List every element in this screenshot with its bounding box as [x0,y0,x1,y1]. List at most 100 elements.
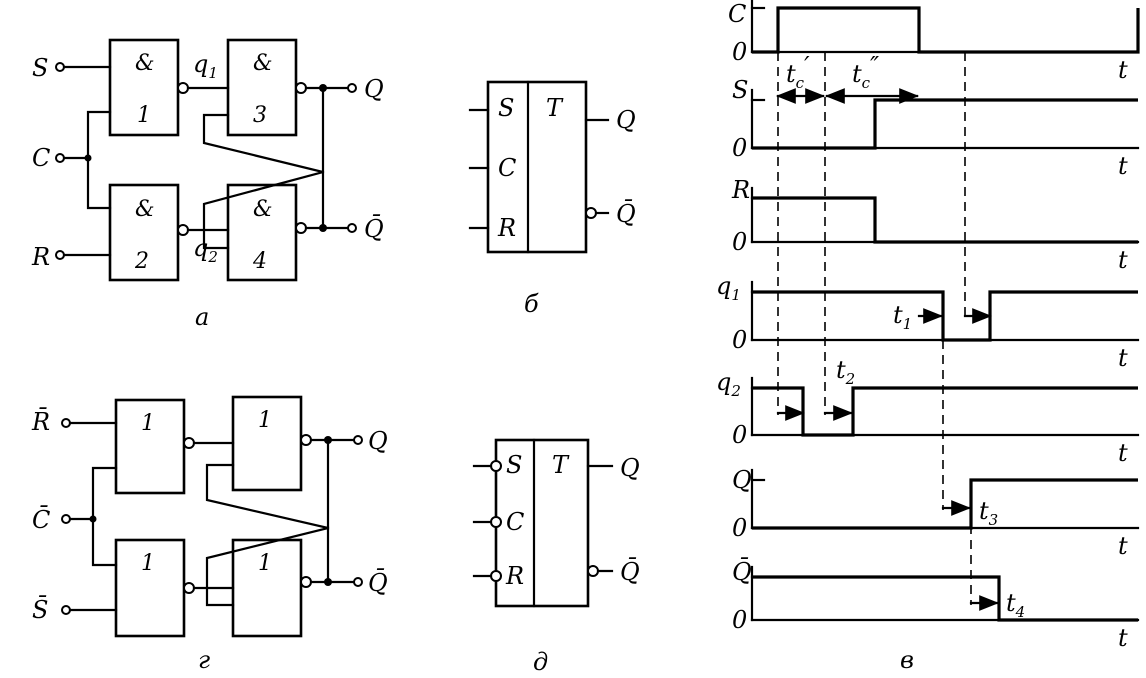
time-label: t [1118,246,1128,274]
delay-t3-label: t3 [979,497,998,529]
zero-label: 0 [732,38,747,66]
terminal-qbar [353,577,363,587]
pin-s-inverter [490,460,502,472]
zero-label: 0 [732,134,747,162]
gate-3 [226,38,298,137]
gate-3-inverter [295,82,307,94]
waveform-4 [752,386,1138,437]
pin-r-inverter [490,570,502,582]
gate-g2-inverter [183,582,195,594]
signal-r-label: R [731,176,750,204]
time-label: t [1118,439,1128,467]
gate-4 [226,183,298,282]
signal-q1-label: q1 [193,50,218,82]
pin-c-label: C [498,154,516,182]
timing-dashed-links [777,52,972,605]
pin-r-label: R [505,562,524,590]
caption-g: г [198,646,210,674]
terminal-c [55,153,65,163]
time-label: t [1118,344,1128,372]
time-label: t [1118,532,1128,560]
terminal-qbar [347,223,357,233]
zero-label: 0 [732,421,747,449]
gate-g4-inverter [300,576,312,588]
gate-g1 [114,398,186,495]
pin-c-inverter [490,516,502,528]
gate-4-inverter [295,222,307,234]
input-rbar-label: R̄ [31,408,50,436]
diagram-a: & 1 & 2 & 3 & 4 S C R q1 q2 [31,38,384,331]
terminal-rbar [61,418,71,428]
signal-q2-label: q2 [716,368,741,400]
gate-3-number: 3 [253,103,267,128]
waveform-3 [752,290,1138,342]
symbol-b-inverter [585,207,597,219]
input-r-label: R [31,243,50,271]
timing-arrows [776,88,999,611]
output-q-label: Q [368,427,388,455]
gate-g3-type: 1 [258,408,272,433]
time-label: t [1118,624,1128,652]
diagram-b: S C R T Q Q̄ б [468,80,636,318]
signal-c-label: C [728,0,746,28]
output-qbar-label: Q̄ [364,215,384,243]
waveform-1 [752,98,1138,150]
output-qbar-label: Q̄ [616,200,636,228]
type-t-label: T [546,94,564,122]
input-c-label: C [32,144,50,172]
gate-2-type: & [135,197,155,222]
gate-g1-inverter [183,437,195,449]
gate-4-type: & [253,197,273,222]
interval-tc1-label: tc′ [786,52,810,92]
gate-1-number: 1 [137,103,151,128]
gate-g2 [114,538,186,638]
output-q-label: Q [616,106,636,134]
delay-t4-label: t4 [1006,589,1025,621]
signal-q2-label: q2 [193,234,218,266]
type-t-label: T [552,451,570,479]
signal-s-label: S [732,76,748,104]
gate-g4-type: 1 [258,551,272,576]
caption-a: а [195,303,209,331]
output-q-label: Q [364,75,384,103]
zero-label: 0 [732,606,747,634]
zero-label: 0 [732,326,747,354]
caption-b: б [524,290,539,318]
gate-g3 [231,395,303,492]
output-qbar-label: Q̄ [368,569,388,597]
time-label: t [1118,152,1128,180]
waveform-5 [752,478,1138,530]
gate-g2-type: 1 [141,551,155,576]
zero-label: 0 [732,514,747,542]
caption-v: в [900,646,914,674]
gate-1-inverter [177,82,189,94]
zero-label: 0 [732,228,747,256]
gate-g3-inverter [300,434,312,446]
signal-q1-label: q1 [716,272,741,304]
gate-2 [108,183,180,282]
terminal-q [353,435,363,445]
terminal-q [347,83,357,93]
delay-t1-label: t1 [893,301,912,333]
waveform-0 [752,6,1140,54]
gate-g4 [231,538,303,638]
terminal-r [55,250,65,260]
diagram-d: S C R T Q Q̄ д [472,438,640,676]
output-qbar-label: Q̄ [620,558,640,586]
terminal-cbar [61,514,71,524]
waveform-6 [752,575,1138,622]
gate-2-inverter [177,224,189,236]
gate-1-type: & [135,51,155,76]
diagram-g: 1 1 1 1 R̄ C̄ S̄ Q Q̄ г [31,395,388,674]
output-q-label: Q [620,454,640,482]
pin-r-label: R [497,214,516,242]
timing-labels: C S R q1 q2 Q Q̄ tc′ tc″ t1 t2 t3 t4 [716,0,1025,621]
gate-g1-type: 1 [141,411,155,436]
signal-q-label: Q [732,466,752,494]
interval-tc2-label: tc″ [852,52,879,92]
waveform-2 [752,196,1138,244]
gate-1 [108,38,180,137]
